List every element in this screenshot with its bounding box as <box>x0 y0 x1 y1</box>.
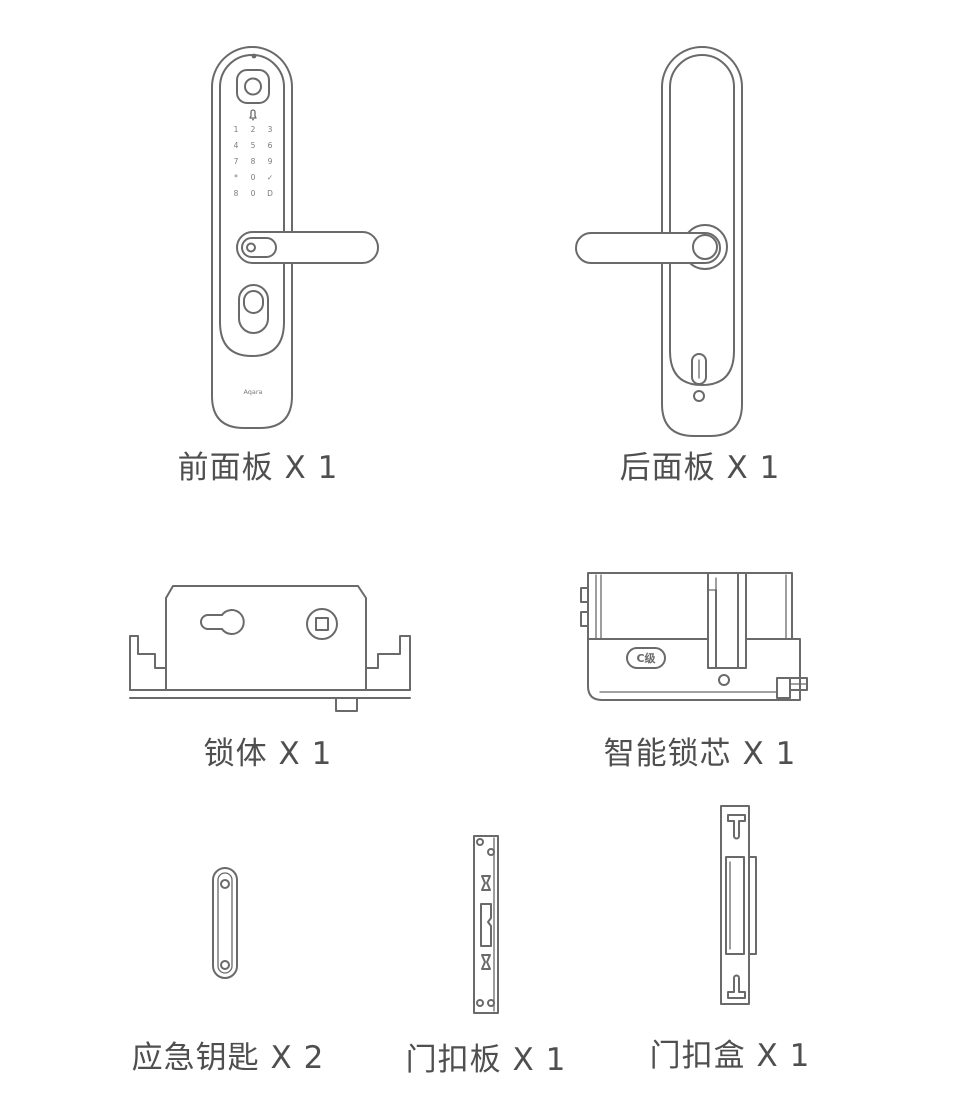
keypad-key: ✓ <box>267 173 273 182</box>
cylinder-screw-hole <box>718 674 730 686</box>
front-panel-face <box>219 54 285 357</box>
smart-cylinder: C级 <box>580 572 808 701</box>
front-panel-label: 前面板 X 1 <box>177 450 339 486</box>
back-panel-label: 后面板 X 1 <box>619 450 781 486</box>
strike-plate <box>473 835 499 1014</box>
back-panel-face <box>669 54 735 386</box>
keypad-key: 2 <box>251 125 256 134</box>
lock-body-left-bracket <box>129 635 167 691</box>
front-handle <box>236 231 379 264</box>
keyhole-cover <box>238 284 269 334</box>
camera-icon <box>251 53 257 59</box>
emergency-key-label: 应急钥匙 X 2 <box>131 1040 325 1076</box>
lock-body-spindle-hole <box>306 608 338 640</box>
keypad-key: 7 <box>234 157 239 166</box>
back-panel-outline <box>661 46 743 437</box>
keypad-key: D <box>267 189 273 198</box>
strike-box <box>720 805 757 1005</box>
keypad: 1 2 3 4 5 6 7 8 9 * 0 ✓ 8 0 D <box>234 125 274 198</box>
bell-icon <box>249 109 257 121</box>
emergency-key <box>212 867 238 979</box>
keypad-key: 4 <box>234 141 239 150</box>
fingerprint-icon <box>236 69 270 104</box>
keypad-key: 0 <box>251 173 256 182</box>
grade-badge: C级 <box>626 647 666 669</box>
lock-body-faceplate <box>129 689 411 699</box>
cylinder-left-block <box>587 572 709 640</box>
keypad-key: 6 <box>268 141 273 150</box>
smart-cylinder-label: 智能锁芯 X 1 <box>603 736 797 772</box>
keypad-key: 5 <box>251 141 256 150</box>
keypad-key: 1 <box>234 125 239 134</box>
lock-body <box>129 585 411 712</box>
back-panel <box>575 46 743 437</box>
strike-plate-label: 门扣板 X 1 <box>405 1042 567 1078</box>
cylinder-housing <box>587 638 801 701</box>
keypad-key: 8 <box>251 157 256 166</box>
cylinder-cam <box>707 572 747 669</box>
lock-body-label: 锁体 X 1 <box>203 736 333 772</box>
keypad-key: 0 <box>251 189 256 198</box>
lock-body-right-bracket <box>365 635 411 691</box>
back-handle <box>575 224 728 270</box>
cylinder-tab <box>580 587 589 603</box>
brand-logo-text: Aqara <box>243 388 262 396</box>
cylinder-right-block <box>745 572 793 640</box>
keypad-key: * <box>234 173 238 182</box>
keypad-key: 8 <box>234 189 239 198</box>
battery-slot <box>691 353 707 402</box>
lock-body-plate <box>165 585 367 691</box>
grade-badge-text: C级 <box>636 651 656 665</box>
cylinder-connector <box>776 677 791 699</box>
lock-body-keyhole <box>200 609 245 635</box>
front-panel-outline <box>211 46 293 429</box>
keypad-key: 3 <box>268 125 273 134</box>
strike-box-label: 门扣盒 X 1 <box>649 1038 811 1074</box>
lock-body-latch <box>335 697 358 712</box>
keypad-key: 9 <box>268 157 273 166</box>
front-panel: 1 2 3 4 5 6 7 8 9 * 0 ✓ 8 0 D Aqara <box>211 46 379 429</box>
cylinder-tab <box>580 611 589 627</box>
